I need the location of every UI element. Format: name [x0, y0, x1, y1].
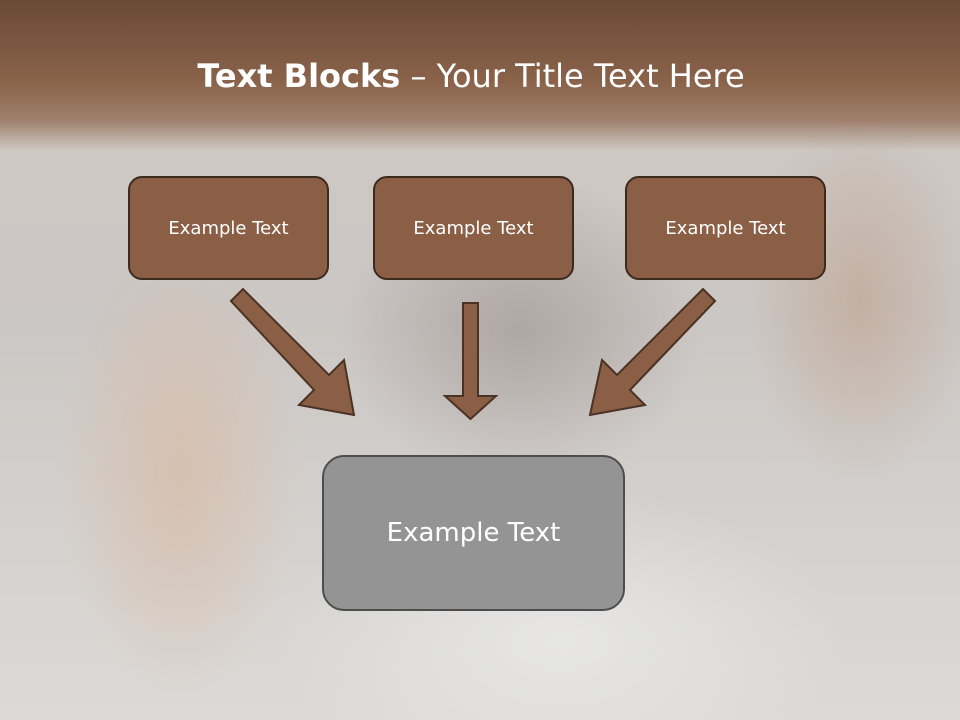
title-rest-text: Your Title Text Here — [436, 57, 745, 95]
text-block-center: Example Text — [373, 176, 574, 280]
arrow-right — [588, 287, 717, 417]
arrow-center — [442, 302, 499, 421]
arrow-left — [229, 287, 356, 417]
title-separator: – — [400, 57, 437, 95]
title-bold-text: Text Blocks — [197, 57, 401, 95]
header-band — [0, 0, 960, 150]
text-block-left: Example Text — [128, 176, 329, 280]
slide-title: Text Blocks – Your Title Text Here — [0, 52, 942, 100]
text-block-right: Example Text — [625, 176, 826, 280]
result-text-block: Example Text — [322, 455, 625, 611]
